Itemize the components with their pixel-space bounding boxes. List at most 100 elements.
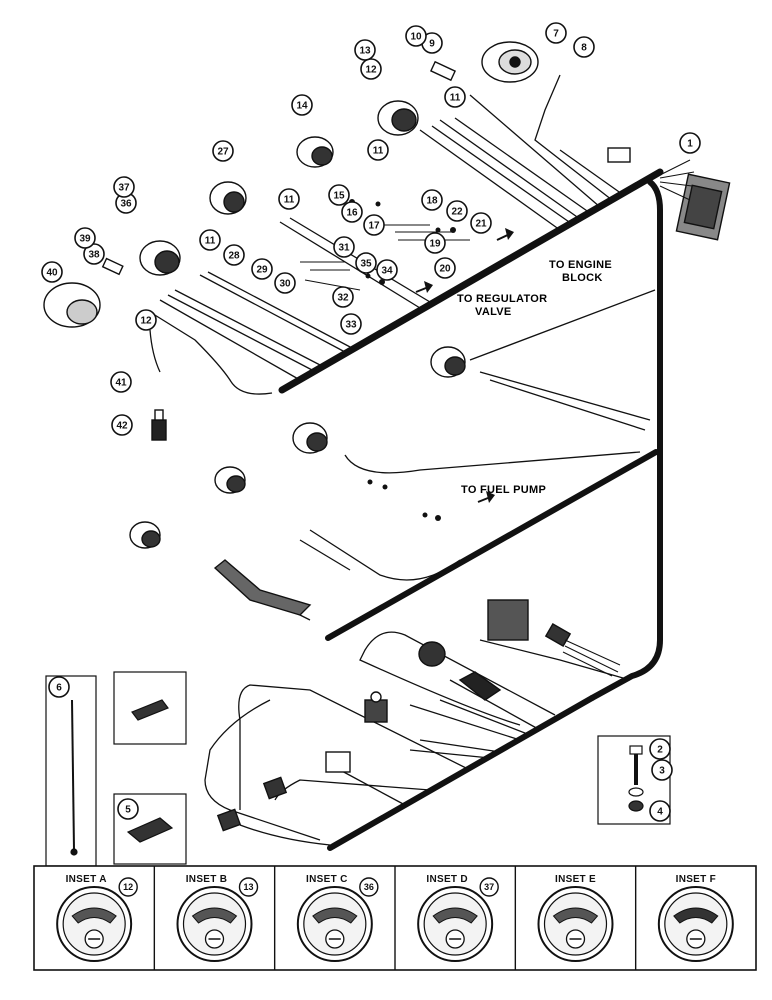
callout-11: 11: [367, 139, 389, 161]
callout-13: 13: [354, 39, 376, 61]
gauge-mid-2-icon: [292, 422, 328, 454]
callout-21: 21: [470, 212, 492, 234]
svg-text:12: 12: [140, 316, 152, 327]
callout-37: 37: [113, 176, 135, 198]
svg-text:42: 42: [116, 421, 128, 432]
components: [43, 41, 731, 832]
callout-7: 7: [545, 22, 567, 44]
lower-wires: [204, 631, 631, 846]
connector-38-icon: [101, 257, 124, 276]
callout-14: 14: [291, 94, 313, 116]
gauge-13-icon: [377, 100, 419, 136]
inset-title: INSET A: [66, 874, 107, 885]
callout-29: 29: [251, 258, 273, 280]
inset-title: INSET C: [306, 874, 348, 885]
svg-text:37: 37: [118, 183, 130, 194]
svg-text:11: 11: [450, 93, 461, 104]
callout-2: 2: [649, 738, 671, 760]
callout-3: 3: [651, 759, 673, 781]
inset-number: 13: [243, 882, 253, 892]
gauge-27-icon: [209, 181, 247, 215]
hardware-dots: [349, 199, 456, 521]
callout-5: 5: [117, 798, 139, 820]
inset-cell: INSET E: [514, 866, 614, 970]
gauge-36-icon: [139, 240, 181, 276]
svg-text:11: 11: [205, 236, 216, 247]
harness-trunk-upper: [278, 168, 664, 394]
callout-41: 41: [110, 371, 132, 393]
svg-text:36: 36: [120, 199, 132, 210]
gauge-14-icon: [296, 136, 334, 168]
middle-wires: [229, 289, 656, 621]
callout-19: 19: [424, 232, 446, 254]
callout-6: 6: [48, 676, 70, 698]
svg-text:39: 39: [79, 234, 91, 245]
callout-30: 30: [274, 272, 296, 294]
to-fuel-pump-label: TO FUEL PUMP: [461, 484, 546, 496]
to-regulator-valve-label-2: VALVE: [475, 306, 512, 318]
sender-42-icon: [151, 409, 167, 441]
gauge-mid-3-icon: [214, 466, 246, 494]
svg-text:29: 29: [256, 265, 268, 276]
callout-42: 42: [111, 414, 133, 436]
callout-18: 18: [421, 189, 443, 211]
svg-text:12: 12: [365, 65, 377, 76]
svg-text:28: 28: [228, 251, 240, 262]
callout-11: 11: [278, 188, 300, 210]
callout-35: 35: [355, 252, 377, 274]
svg-text:11: 11: [284, 195, 295, 206]
callout-20: 20: [434, 257, 456, 279]
callout-34: 34: [376, 259, 398, 281]
to-regulator-valve-label-1: TO REGULATOR: [457, 293, 547, 305]
callout-16: 16: [341, 201, 363, 223]
svg-text:3: 3: [659, 766, 665, 777]
svg-text:10: 10: [410, 32, 422, 43]
svg-text:14: 14: [296, 101, 308, 112]
svg-text:13: 13: [359, 46, 371, 57]
callout-11: 11: [444, 86, 466, 108]
svg-text:2: 2: [657, 745, 663, 756]
callout-36: 36: [115, 192, 137, 214]
svg-text:1: 1: [687, 139, 693, 150]
connector-9-icon: [429, 60, 457, 82]
svg-text:15: 15: [333, 191, 345, 202]
inset-cell: INSET A12: [56, 874, 138, 962]
svg-text:17: 17: [368, 221, 380, 232]
callout-22: 22: [446, 200, 468, 222]
gauge-face-icon: [657, 886, 734, 962]
callout-10: 10: [405, 25, 427, 47]
plug-lower-icon: [544, 622, 621, 677]
harness-trunk-middle: [325, 449, 659, 641]
connector-small-icon: [607, 147, 631, 163]
svg-text:9: 9: [429, 39, 435, 50]
svg-text:20: 20: [439, 264, 451, 275]
gauge-7-icon: [481, 41, 539, 83]
svg-text:27: 27: [217, 147, 229, 158]
svg-text:11: 11: [373, 146, 384, 157]
callout-layer: 1234567891011111111121213141516171819202…: [41, 22, 701, 822]
svg-text:7: 7: [553, 29, 559, 40]
callout-33: 33: [340, 313, 362, 335]
gauge-40-icon: [43, 282, 101, 328]
detail-panels: [45, 671, 671, 867]
connector-lower-left-icon: [216, 776, 288, 832]
inset-title: INSET B: [186, 874, 228, 885]
destination-labels: TO ENGINE BLOCK TO REGULATOR VALVE TO FU…: [415, 228, 612, 503]
callout-39: 39: [74, 227, 96, 249]
svg-text:5: 5: [125, 805, 131, 816]
callout-12: 12: [360, 58, 382, 80]
main-harness: [278, 168, 664, 851]
callout-4: 4: [649, 800, 671, 822]
inset-title: INSET E: [555, 874, 596, 885]
svg-text:19: 19: [429, 239, 441, 250]
svg-text:21: 21: [475, 219, 487, 230]
callout-40: 40: [41, 261, 63, 283]
callout-31: 31: [333, 236, 355, 258]
gauge-face-icon: [56, 886, 133, 962]
inset-cell: INSET D37: [394, 866, 499, 970]
svg-text:40: 40: [46, 268, 58, 279]
gauge-mid-1-icon: [430, 346, 466, 378]
inset-cell: INSET C36: [273, 866, 379, 970]
